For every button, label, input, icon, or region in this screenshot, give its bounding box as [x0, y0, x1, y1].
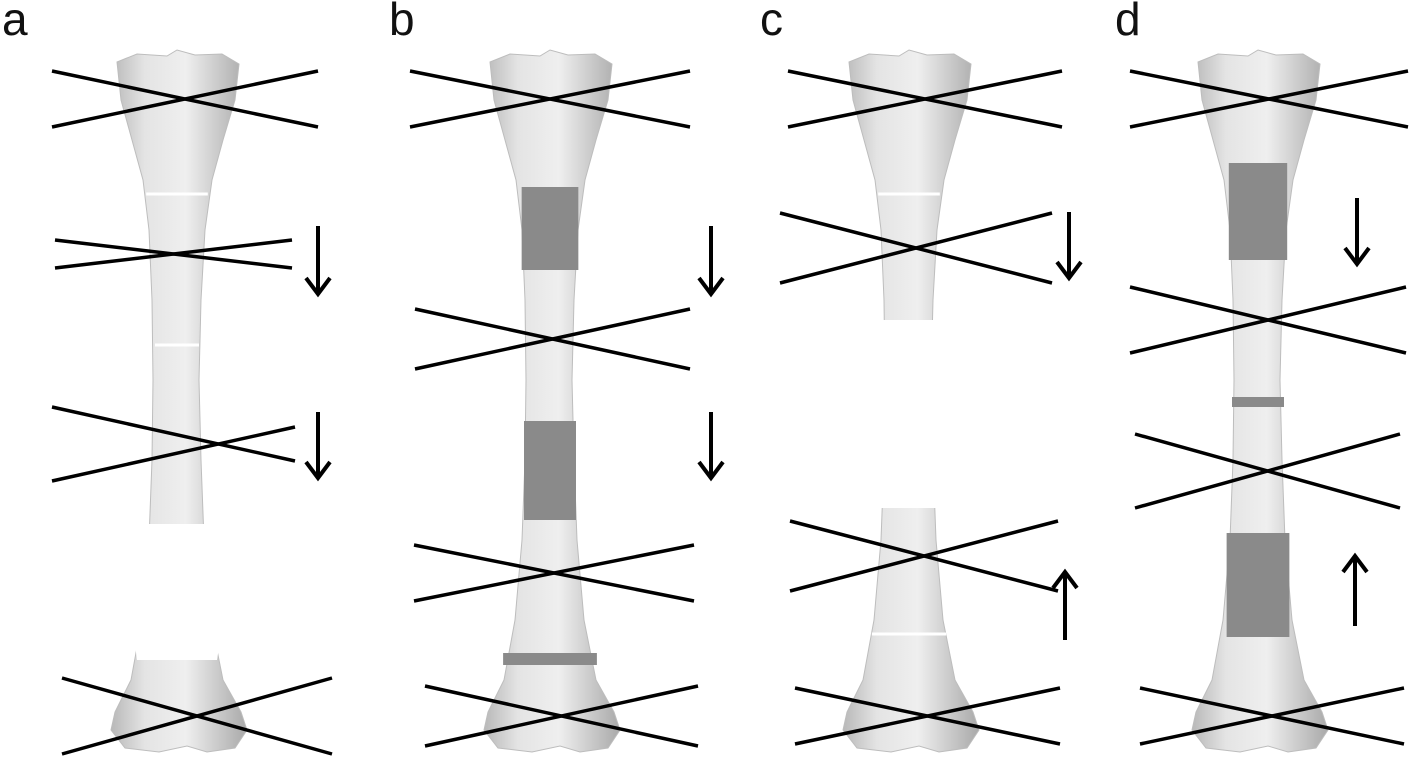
- pin-set-d-4-2: [1139, 686, 1405, 746]
- transport-arrow-a-2: [304, 412, 332, 482]
- transport-arrow-c-2: [1051, 568, 1079, 640]
- pin-set-a-2-2: [54, 238, 293, 270]
- transport-arrow-d-2: [1341, 552, 1369, 626]
- pin-set-d-1-2: [1129, 69, 1409, 129]
- pin-set-a-4-2: [61, 676, 333, 756]
- regenerate-d-upper: [1228, 163, 1288, 260]
- pin-set-c-1-2: [787, 69, 1063, 129]
- regenerate-b-upper: [521, 187, 579, 270]
- panel-label-b: b: [389, 0, 415, 45]
- regenerate-d-middle: [1232, 397, 1284, 407]
- pin-set-a-3-2: [51, 425, 296, 483]
- bone-gap-c: [864, 320, 955, 508]
- transport-arrow-b-1: [697, 226, 725, 298]
- regenerate-b-lower: [503, 653, 597, 665]
- pin-set-c-3-2: [789, 519, 1059, 593]
- bone-b: [483, 49, 621, 753]
- pin-set-c-2-2: [779, 211, 1053, 285]
- transport-arrow-d-1: [1343, 198, 1371, 268]
- pin-set-d-2-2: [1129, 285, 1407, 355]
- regenerate-d-lower: [1226, 533, 1290, 637]
- pin-set-b-1-2: [409, 69, 691, 129]
- pin-set-b-2-2: [414, 307, 691, 371]
- pin-set-b-3-2: [413, 543, 695, 603]
- pin-set-c-4-2: [794, 686, 1061, 746]
- pin-set-a-1-2: [51, 69, 319, 129]
- transport-arrow-c-1: [1055, 212, 1083, 282]
- pin-set-b-4-2: [424, 684, 699, 748]
- transport-arrow-a-1: [304, 226, 332, 298]
- panel-label-d: d: [1115, 0, 1141, 45]
- transport-arrow-b-2: [697, 412, 725, 482]
- pin-set-a-3-1: [51, 405, 296, 463]
- bone-gap-a: [132, 524, 223, 660]
- regenerate-b-middle: [524, 421, 576, 520]
- panel-label-c: c: [760, 0, 783, 45]
- panel-label-a: a: [2, 0, 28, 45]
- pin-set-d-3-2: [1134, 432, 1401, 510]
